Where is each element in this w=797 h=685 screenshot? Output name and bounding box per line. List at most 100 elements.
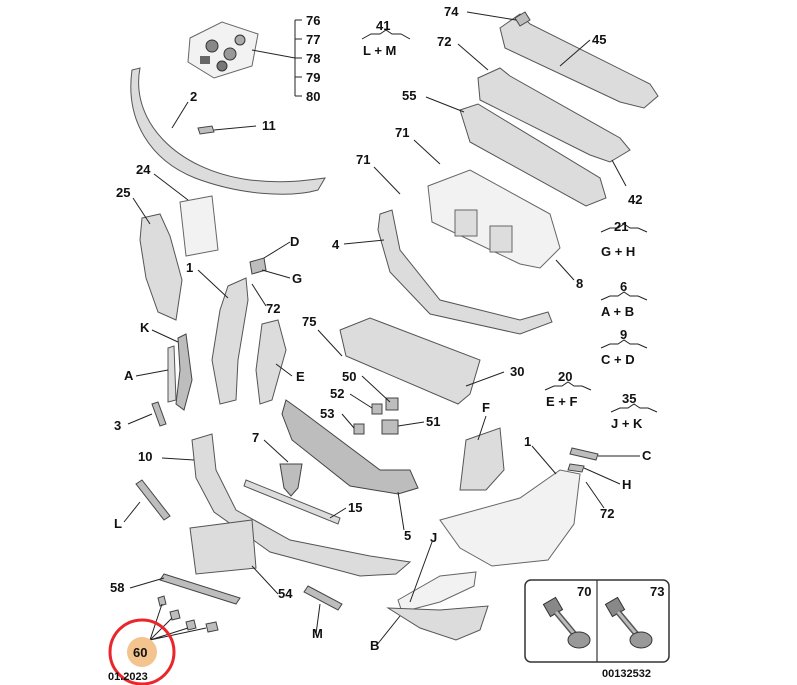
label-71-b: 71 [356, 152, 370, 167]
label-72-top: 72 [437, 34, 451, 49]
label-50: 50 [342, 369, 356, 384]
label-15: 15 [348, 500, 362, 515]
label-1-right: 1 [524, 434, 531, 449]
label-77: 77 [306, 32, 320, 47]
label-35: 35 [622, 391, 636, 406]
label-5: 5 [404, 528, 411, 543]
label-2: 2 [190, 89, 197, 104]
sensor-part-52 [371, 403, 383, 415]
sensor-part-51 [381, 419, 399, 435]
label-M: M [312, 626, 323, 641]
strip-part-A [167, 345, 177, 403]
strip-part-L [135, 479, 171, 521]
front-panel-part-71 [427, 169, 561, 269]
clip-part-C [569, 447, 599, 461]
label-K: K [140, 320, 150, 335]
label-74: 74 [444, 4, 459, 19]
label-60-badge [127, 637, 157, 667]
label-H: H [622, 477, 631, 492]
screw-part-70 [542, 596, 591, 649]
label-E: E [296, 369, 305, 384]
label-G: G [292, 271, 302, 286]
highlight-circle-60 [108, 618, 176, 685]
leader-lines [123, 11, 658, 647]
plate-part-54 [189, 519, 257, 575]
strip-part-58 [159, 573, 241, 605]
label-D: D [290, 234, 299, 249]
label-71-a: 71 [395, 125, 409, 140]
label-B: B [370, 638, 379, 653]
reference-code: 00132532 [602, 668, 651, 680]
spoiler-part-J [397, 571, 477, 613]
label-55: 55 [402, 88, 416, 103]
clip-part-H [567, 463, 585, 473]
label-8: 8 [576, 276, 583, 291]
label-42: 42 [628, 192, 642, 207]
screw-inset-box [524, 579, 670, 663]
label-6-sub: A + B [601, 304, 634, 319]
sensor-part-53 [353, 423, 365, 435]
label-76: 76 [306, 13, 320, 28]
label-45: 45 [592, 32, 606, 47]
label-79: 79 [306, 70, 320, 85]
clip-part-11 [197, 125, 215, 135]
trim-part-15 [243, 479, 341, 525]
bracket-part-F [459, 427, 505, 491]
label-53: 53 [320, 406, 334, 421]
bracket-part-E [255, 319, 287, 405]
label-6: 6 [620, 279, 627, 294]
callout-labels: 76 77 78 79 80 41 L + M 74 72 45 2 11 55… [108, 4, 664, 683]
duct-part-25 [139, 213, 183, 321]
label-72-bottom: 72 [600, 506, 614, 521]
label-3: 3 [114, 418, 121, 433]
label-1-left: 1 [186, 260, 193, 275]
label-F: F [482, 400, 490, 415]
strip-part-K [175, 333, 193, 411]
bumper-corner-part-1 [439, 469, 581, 567]
label-80: 80 [306, 89, 320, 104]
label-30: 30 [510, 364, 524, 379]
clip-part-3 [151, 401, 167, 427]
label-51: 51 [426, 414, 440, 429]
label-58: 58 [110, 580, 124, 595]
bracket-part-1-left [211, 277, 249, 405]
clips-part-60 [157, 595, 219, 633]
label-L: L [114, 516, 122, 531]
label-J: J [430, 530, 437, 545]
label-10: 10 [138, 449, 152, 464]
label-41: 41 [376, 18, 390, 33]
label-21: 21 [614, 219, 628, 234]
label-52: 52 [330, 386, 344, 401]
label-35-sub: J + K [611, 416, 643, 431]
carrier-part-4 [377, 209, 553, 335]
absorber-part-55b [459, 103, 607, 207]
grille [281, 399, 419, 495]
upper-trim-part-2 [130, 67, 326, 195]
emblem-part-7 [279, 463, 303, 497]
label-A: A [124, 368, 134, 383]
spoiler-part-B [386, 605, 489, 641]
label-60: 60 [133, 645, 147, 660]
absorber-beam-part-55 [477, 67, 631, 163]
label-73: 73 [650, 584, 664, 599]
label-7: 7 [252, 430, 259, 445]
label-54: 54 [278, 586, 293, 601]
label-9-sub: C + D [601, 352, 635, 367]
bumper-part-10 [191, 433, 412, 577]
label-72-mid: 72 [266, 301, 280, 316]
label-20-sub: E + F [546, 394, 577, 409]
label-4: 4 [332, 237, 340, 252]
label-21-sub: G + H [601, 244, 635, 259]
clip-kit-box [187, 21, 259, 79]
label-C: C [642, 448, 652, 463]
label-41-sub: L + M [363, 43, 396, 58]
deflector-part-30 [339, 317, 481, 405]
label-11: 11 [262, 118, 276, 133]
screw-part-73 [604, 596, 653, 649]
label-70: 70 [577, 584, 591, 599]
label-25: 25 [116, 185, 130, 200]
label-75: 75 [302, 314, 316, 329]
strip-part-M [303, 585, 343, 611]
bottom-left-code: 01.2023 [108, 671, 148, 683]
